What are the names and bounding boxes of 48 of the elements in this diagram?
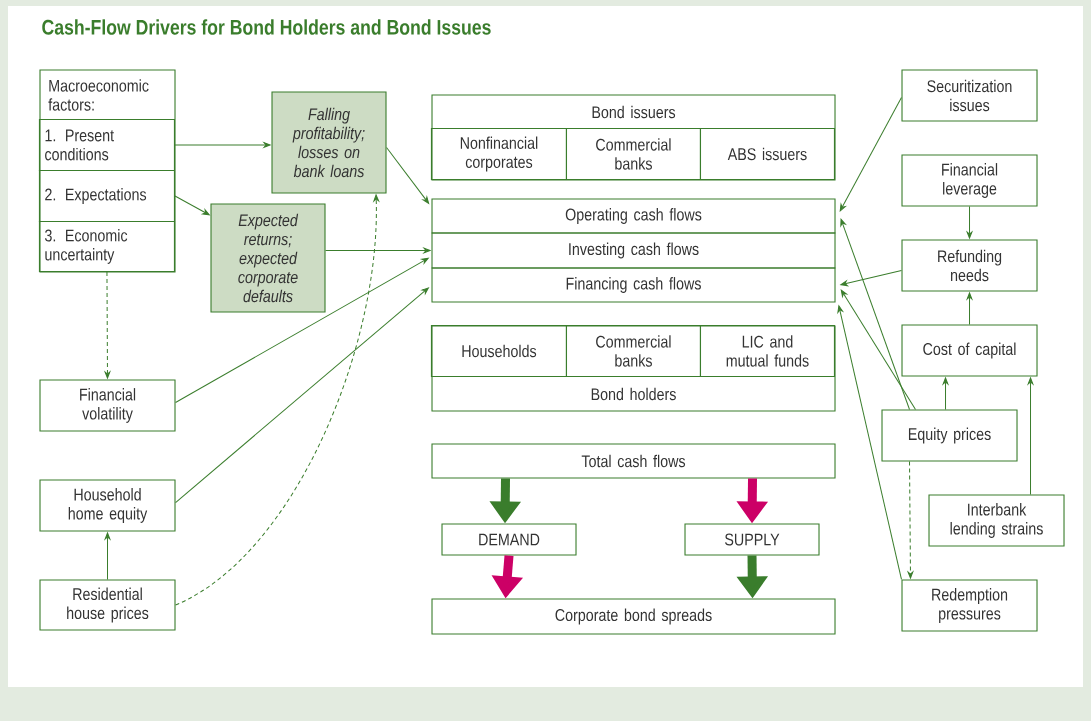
effect-box: Falling profitability; losses on bank loans [271, 91, 387, 194]
arrow [174, 142, 271, 148]
holder-cell: Households [430, 324, 567, 377]
arrow [839, 97, 902, 212]
driver-box: Redemption pressures [901, 579, 1038, 632]
driver-box: Financial volatility [39, 379, 176, 432]
issuer-cell: Commercial banks [565, 127, 701, 180]
driver-box: Household home equity [39, 479, 176, 532]
arrow [966, 292, 973, 325]
arrow [966, 206, 973, 239]
arrow [104, 271, 111, 379]
holder-cell: LIC and mutual funds [699, 324, 835, 377]
driver-box: Refunding needs [901, 239, 1038, 292]
driver-box: Equity prices [881, 409, 1018, 462]
cash-flow-row: Investing cash flows [431, 232, 836, 269]
arrow [840, 218, 910, 410]
arrow [840, 289, 916, 410]
arrow [174, 195, 210, 216]
arrow [942, 377, 949, 410]
driver-box: Residential house prices [39, 579, 176, 631]
holder-cell: Commercial banks [565, 324, 701, 377]
driver-box: Interbank lending strains [928, 494, 1065, 547]
factor-row: 1. Present conditions [38, 118, 175, 171]
driver-box: Securitization issues [901, 69, 1038, 122]
arrow [175, 194, 380, 606]
driver-box: Cost of capital [901, 324, 1038, 377]
total-box: Total cash flows [431, 443, 836, 479]
cash-flow-row: Financing cash flows [431, 267, 836, 303]
supply-box: SUPPLY [684, 523, 820, 556]
arrow [837, 305, 902, 580]
arrow [175, 287, 429, 503]
driver-box: Financial leverage [901, 154, 1038, 207]
factor-row: 2. Expectations [38, 169, 175, 222]
title: Cash-Flow Drivers for Bond Holders and Bond Issues [42, 19, 491, 35]
spreads-box: Corporate bond spreads [431, 598, 836, 635]
demand-box: DEMAND [441, 523, 577, 556]
issuer-cell: Nonfinancial corporates [430, 127, 567, 180]
effect-box: Expected returns; expected corporate defaults [210, 203, 326, 313]
cash-flow-row: Operating cash flows [431, 198, 836, 234]
arrow [175, 257, 429, 403]
arrow [386, 147, 430, 204]
arrow [325, 247, 431, 254]
arrow [104, 532, 111, 580]
arrow [840, 270, 902, 287]
arrow [907, 461, 914, 579]
factor-row: 3. Economic uncertainty [38, 220, 175, 272]
arrow [1027, 377, 1034, 495]
issuer-cell: ABS issuers [699, 127, 835, 180]
